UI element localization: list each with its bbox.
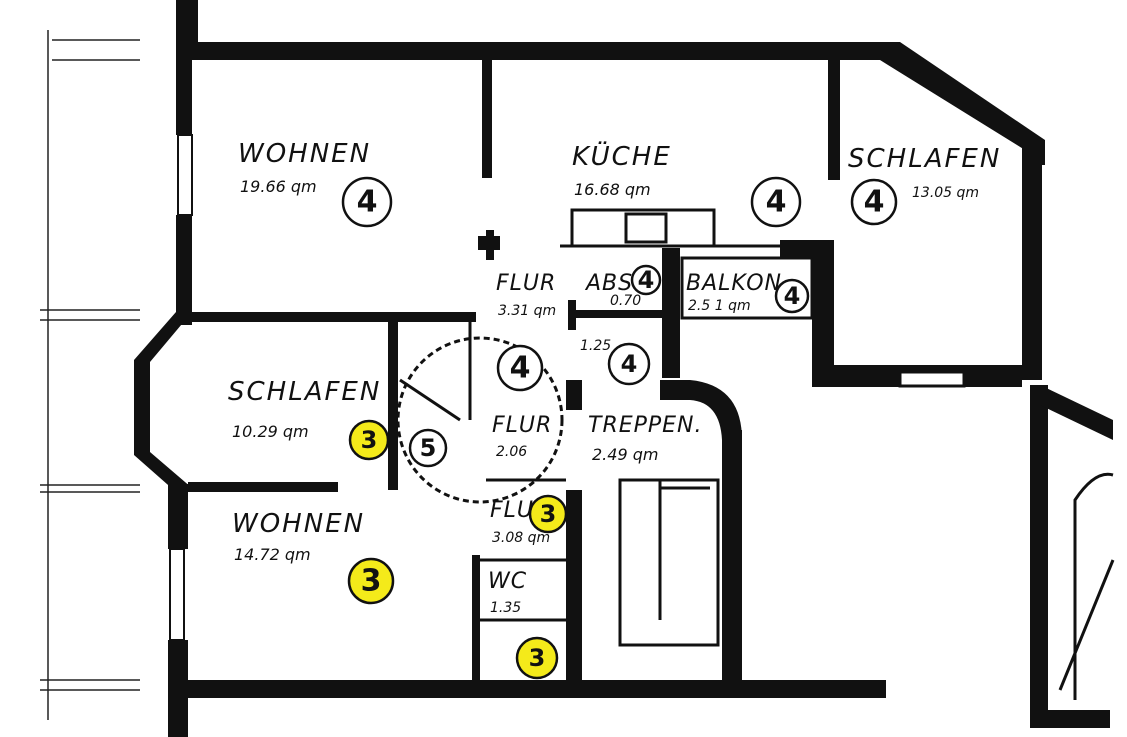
unit-markers-3 [347,419,568,680]
unit-number-label: 4 [638,266,655,294]
unit-number-label: 3 [540,500,557,528]
thin-lines [396,208,1115,700]
room-area: 0.70 [610,293,641,309]
unit-number-label: 5 [420,434,437,462]
room-balkon: BALKON 2.5 1 qm [686,271,782,314]
room-area: 1.25 [580,338,611,354]
unit-number-label: 4 [864,185,885,220]
room-wc: WC 1.35 [488,569,527,616]
room-name: WC [488,569,527,594]
unit-number-label: 3 [529,644,546,672]
unit-number-label: 4 [784,282,801,310]
unit-marker-5 [408,428,448,468]
room-flur-upper: FLUR 3.31 qm [496,271,556,319]
room-name: FLUR [492,413,552,438]
room-area: 2.5 1 qm [688,298,751,314]
windows [169,134,193,641]
room-area: 14.72 qm [234,545,311,564]
room-bad-upper: 1.25 [580,338,611,354]
room-treppen: TREPPEN. 2.49 qm [588,413,703,464]
room-area: 2.06 [496,444,527,460]
room-kueche: KÜCHE 16.68 qm [572,140,672,199]
room-area: 3.08 qm [492,530,550,546]
room-name: SCHLAFEN [848,144,1001,174]
walls [134,0,1113,737]
room-wohnen-lower: WOHNEN 14.72 qm [232,509,365,564]
unit-number-label: 3 [361,426,378,454]
unit-number-label: 4 [766,185,787,220]
room-flur-center: FLUR 2.06 [492,413,552,460]
room-area: 13.05 qm [912,185,979,201]
unit-number-label: 4 [621,350,638,378]
room-area: 3.31 qm [498,303,556,319]
room-name: KÜCHE [572,140,672,172]
room-schlafen-upper: SCHLAFEN 13.05 qm [848,144,1001,201]
room-area: 19.66 qm [240,177,317,196]
room-area: 16.68 qm [574,180,651,199]
room-area: 2.49 qm [592,445,658,464]
room-name: WOHNEN [238,139,371,169]
room-name: FLUR [496,271,556,296]
room-area: 1.35 [490,600,521,616]
room-area: 10.29 qm [232,422,309,441]
unit-markers-4 [341,176,898,392]
unit-number-label: 4 [510,351,531,386]
unit-number-label: 3 [361,564,382,599]
room-name: WOHNEN [232,509,365,539]
room-name: BALKON [686,271,782,296]
room-name: SCHLAFEN [228,377,381,407]
room-schlafen-lower: SCHLAFEN 10.29 qm [228,377,381,441]
room-wohnen-upper: WOHNEN 19.66 qm [238,139,371,196]
unit-number-label: 4 [357,185,378,220]
room-name: TREPPEN. [588,413,703,438]
margin-lines [40,30,140,720]
